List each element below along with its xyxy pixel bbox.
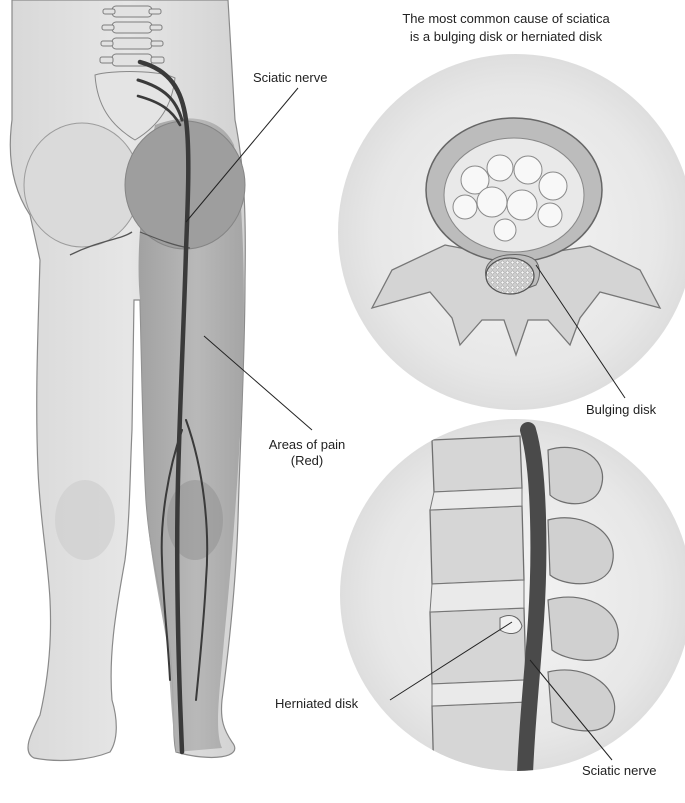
body-figure xyxy=(10,0,245,760)
spinal-cord xyxy=(486,258,534,294)
label-areas-of-pain: Areas of pain (Red) xyxy=(252,437,362,469)
vertebra-cross-section-view xyxy=(338,54,685,410)
label-areas-of-pain-line1: Areas of pain xyxy=(252,437,362,453)
label-sciatic-nerve-bottom: Sciatic nerve xyxy=(582,763,656,779)
title-line-1: The most common cause of sciatica xyxy=(346,10,666,28)
label-herniated-disk: Herniated disk xyxy=(275,696,358,712)
left-buttock xyxy=(24,123,140,247)
figure-title: The most common cause of sciatica is a b… xyxy=(346,10,666,46)
spine-side-view xyxy=(340,419,685,800)
label-sciatic-nerve-top: Sciatic nerve xyxy=(253,70,327,86)
label-areas-of-pain-line2: (Red) xyxy=(252,453,362,469)
title-line-2: is a bulging disk or herniated disk xyxy=(346,28,666,46)
label-bulging-disk: Bulging disk xyxy=(586,402,656,418)
